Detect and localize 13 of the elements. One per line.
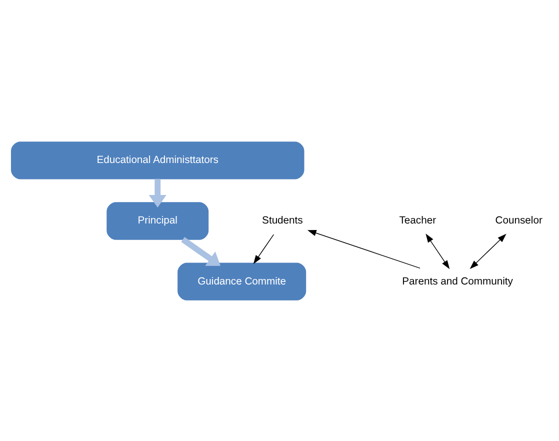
node-box: Principal <box>106 202 209 240</box>
node-text: Teacher <box>399 215 436 226</box>
node-text: Counselor <box>495 215 542 226</box>
arrow <box>426 233 450 269</box>
arrow <box>307 230 420 268</box>
node-text: Parents and Community <box>402 276 513 287</box>
node-box: Educational Administtators <box>10 141 304 179</box>
arrow <box>148 178 166 207</box>
node-box: Guidance Commite <box>178 262 306 300</box>
arrow <box>181 236 220 266</box>
arrow <box>253 234 274 264</box>
node-text: Students <box>262 215 303 226</box>
arrow <box>470 233 506 269</box>
